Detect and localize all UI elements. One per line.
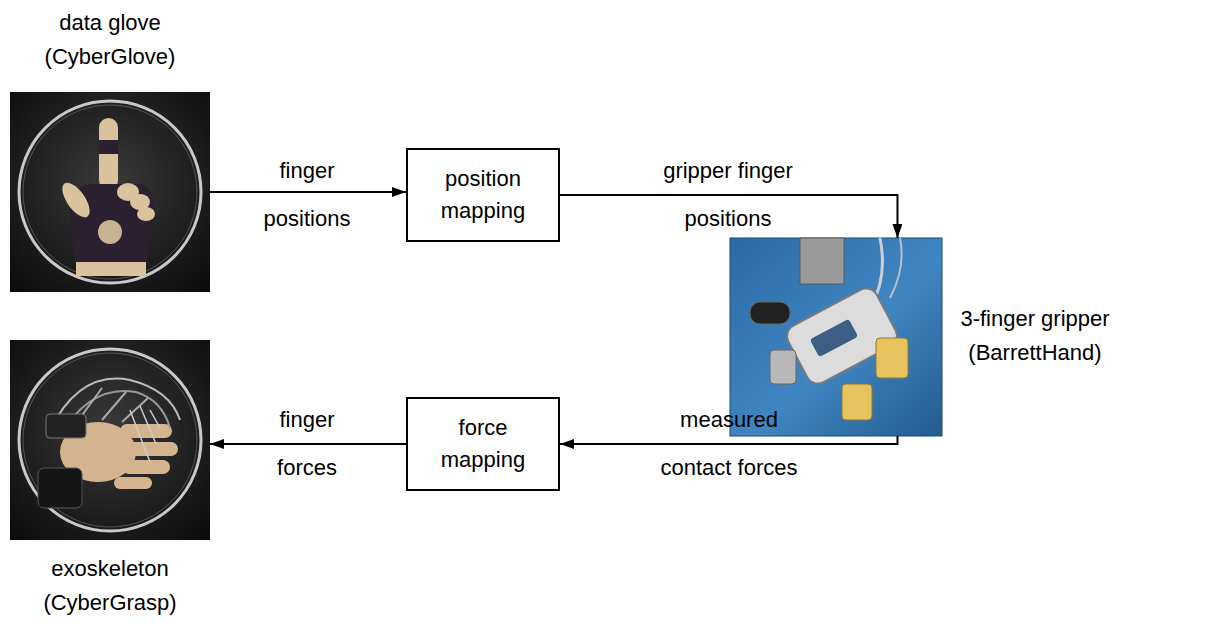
exo-frame — [80, 388, 148, 422]
device-picture: data glove (CyberGlove) — [10, 92, 210, 292]
finger-part — [750, 302, 790, 324]
glove-band — [99, 140, 118, 154]
sensor-patch — [98, 220, 122, 244]
finger-pad — [876, 338, 908, 378]
picture-caption: exoskeleton (CyberGrasp) — [30, 552, 190, 620]
device-picture: exoskeleton (CyberGrasp) — [10, 340, 210, 540]
glove-picture — [10, 92, 210, 292]
box-label: position mapping — [422, 163, 544, 227]
finger-pad — [842, 384, 872, 420]
finger-shape — [124, 442, 178, 456]
signal-label: finger forces — [262, 396, 352, 492]
signal-arrow — [560, 436, 897, 444]
picture-ground — [730, 238, 942, 436]
signal-label: gripper finger positions — [643, 147, 813, 243]
picture-ground — [10, 92, 210, 292]
box-label: force mapping — [422, 412, 544, 476]
signal-arrow — [210, 191, 406, 193]
finger-shape — [99, 118, 118, 190]
exo-base — [46, 414, 86, 438]
finger-shape — [114, 477, 152, 489]
finger-shape — [137, 207, 155, 221]
picture-ring — [23, 353, 197, 527]
cable — [890, 238, 902, 298]
gripper-picture — [730, 238, 942, 436]
finger-shape — [122, 460, 170, 474]
finger-shape — [120, 424, 172, 438]
picture-ring — [23, 105, 197, 279]
thumb-shape — [57, 178, 95, 221]
picture-caption: data glove (CyberGlove) — [20, 6, 200, 74]
exoskeleton-picture — [10, 340, 210, 540]
picture-caption: 3-finger gripper (BarrettHand) — [950, 302, 1120, 370]
signal-arrow — [210, 443, 406, 445]
device-name: exoskeleton (CyberGrasp) — [30, 552, 190, 620]
finger-part — [770, 350, 796, 384]
process-box: position mapping — [406, 148, 560, 242]
signal-label: measured contact forces — [652, 396, 807, 492]
wrist-band — [76, 262, 146, 276]
mount-part — [800, 238, 844, 284]
signal-label: finger positions — [252, 147, 362, 243]
device-name: data glove (CyberGlove) — [20, 6, 200, 74]
picture-ring — [19, 349, 201, 531]
wrist-strap — [38, 468, 82, 508]
exo-cable — [130, 406, 160, 462]
picture-ground — [10, 340, 210, 540]
process-box: force mapping — [406, 397, 560, 491]
body-plate — [810, 319, 858, 357]
device-picture: 3-finger gripper (BarrettHand) — [730, 238, 942, 436]
device-name: 3-finger gripper (BarrettHand) — [950, 302, 1120, 370]
picture-ring — [19, 101, 201, 283]
